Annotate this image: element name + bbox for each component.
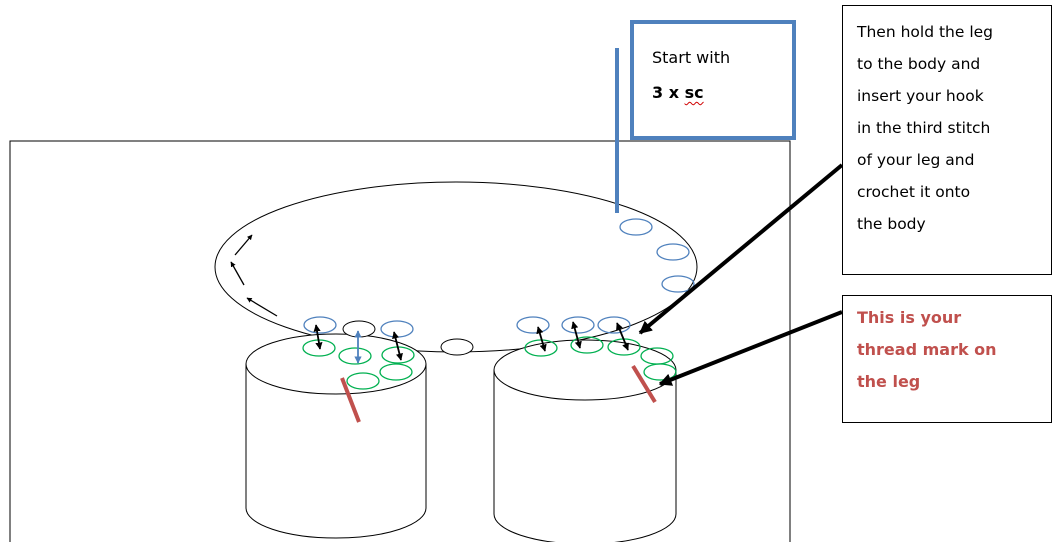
start-count-abbrev: sc <box>684 83 704 102</box>
body-oval <box>214 181 698 353</box>
hold-leg-text-line: the body <box>857 215 926 233</box>
connector-arrow <box>571 321 582 349</box>
hold-leg-instruction-box: Then hold the leg to the body and insert… <box>842 5 1052 275</box>
hold-leg-text-line: of your leg and <box>857 151 975 169</box>
stitch-blue <box>661 275 695 293</box>
start-instruction-count: 3 x sc <box>652 75 792 110</box>
right-leg <box>493 339 677 542</box>
connector-arrow <box>392 331 403 361</box>
blue-stitches <box>303 218 695 338</box>
stitch-blue <box>516 316 550 334</box>
stitch-green <box>379 363 413 381</box>
hold-callout-pointer <box>638 163 844 335</box>
connector-arrows <box>313 321 629 361</box>
stitch-green <box>346 372 380 390</box>
stitch-black <box>440 338 474 356</box>
start-instruction-line: Start with <box>652 48 731 67</box>
thread-mark-left <box>340 377 361 423</box>
left-leg <box>245 333 427 539</box>
canvas-frame <box>9 140 791 542</box>
hold-leg-text-line: insert your hook <box>857 87 984 105</box>
mark-callout-pointer <box>658 310 843 386</box>
hold-leg-text-line: crochet it onto <box>857 183 971 201</box>
start-count-bold: 3 x <box>652 83 685 102</box>
thread-mark-text-line: thread mark on <box>857 340 997 359</box>
connector-arrow <box>616 322 629 351</box>
thread-mark-callout-box: This is your thread mark on the leg <box>842 295 1052 423</box>
thread-mark-text-line: the leg <box>857 372 921 391</box>
thread-mark-text-line: This is your <box>857 308 962 327</box>
direction-arrow <box>230 261 245 286</box>
direction-arrows <box>230 234 278 317</box>
direction-arrow <box>246 297 278 317</box>
start-instruction-box: Start with 3 x sc <box>630 20 796 140</box>
stitch-black <box>342 320 376 338</box>
stitch-blue <box>597 316 631 334</box>
connector-arrow <box>536 326 547 352</box>
hold-leg-text-line: to the body and <box>857 55 981 73</box>
direction-arrow <box>234 234 253 256</box>
hold-leg-text-line: in the third stitch <box>857 119 991 137</box>
hold-leg-text-line: Then hold the leg <box>857 23 994 41</box>
stitch-blue <box>619 218 653 236</box>
connector-arrow <box>313 324 323 350</box>
stitch-green <box>570 336 604 354</box>
black-ovals <box>342 320 474 356</box>
stitch-blue <box>656 243 690 261</box>
thread-mark-right <box>631 364 657 404</box>
